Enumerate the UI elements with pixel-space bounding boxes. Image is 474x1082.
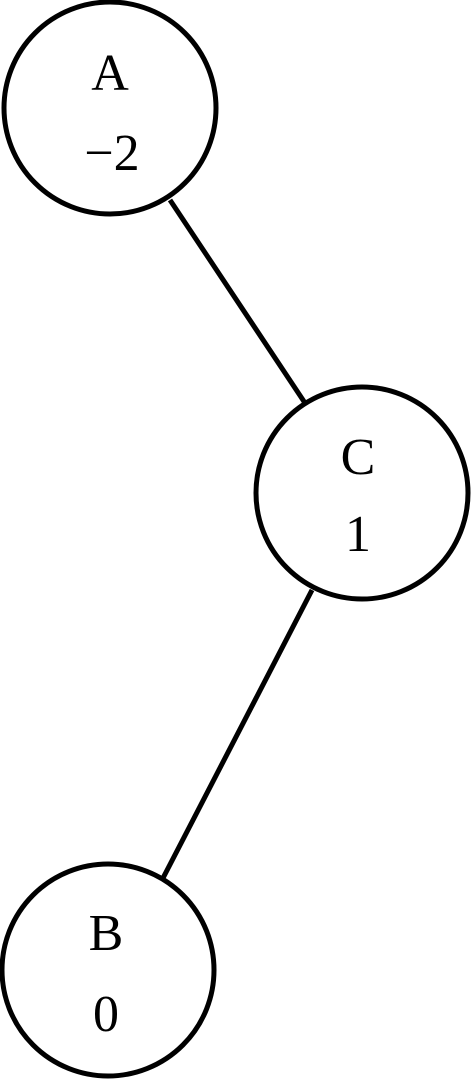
node-b: B 0 xyxy=(0,861,217,1079)
node-b-label: B xyxy=(89,905,124,962)
node-b-circle xyxy=(0,861,217,1079)
node-c-value: 1 xyxy=(345,506,371,563)
node-b-value: 0 xyxy=(93,986,119,1043)
edge-a-c xyxy=(167,198,308,405)
node-a-circle xyxy=(1,0,219,217)
node-a-value: −2 xyxy=(84,125,139,182)
node-a: A −2 xyxy=(1,0,219,217)
node-c: C 1 xyxy=(253,384,471,602)
node-c-circle xyxy=(253,384,471,602)
edge-c-b xyxy=(159,588,315,882)
node-a-label: A xyxy=(91,45,129,102)
node-c-label: C xyxy=(341,429,376,486)
